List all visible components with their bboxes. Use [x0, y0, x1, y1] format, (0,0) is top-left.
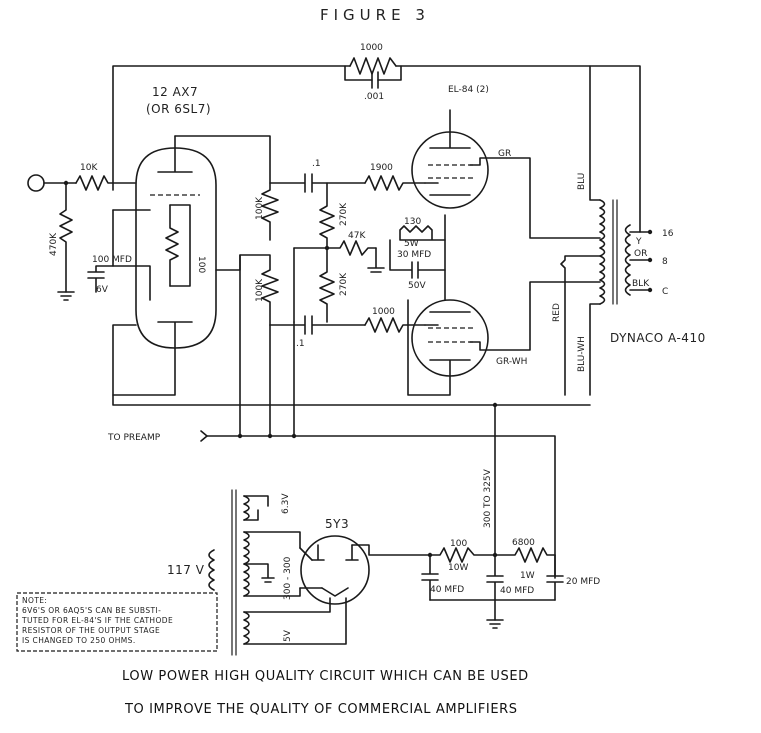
wire-blu-label: BLU [577, 173, 587, 190]
output-tube-bottom: GR-WH [407, 281, 601, 396]
stopper-top-label: 1900 [370, 163, 393, 173]
fb-resistor-label: 1000 [360, 43, 383, 53]
plate-res-bot-label: 100K [255, 278, 265, 302]
output-cathode-network: 130 5W 30 MFD 50V [389, 214, 446, 301]
caption-line-2: TO IMPROVE THE QUALITY OF COMMERCIAL AMP… [124, 702, 518, 717]
input-res-label: 10K [80, 163, 98, 173]
stopper-bot-label: 1000 [372, 307, 395, 317]
filter-cap3-label: 20 MFD [566, 577, 600, 587]
wire-gr-label: GR [498, 149, 511, 159]
filter-res1-label: 100 [450, 539, 467, 549]
cathode-res-label: 100 [196, 256, 206, 273]
grid-leak-bot-label: 270K [339, 272, 349, 296]
rectifier-label: 5Y3 [325, 517, 349, 531]
mains-label: 117 V [167, 563, 205, 577]
caption-line-1: LOW POWER HIGH QUALITY CIRCUIT WHICH CAN… [122, 669, 529, 684]
transformer-label: DYNACO A-410 [610, 331, 706, 345]
to-preamp-label: TO PREAMP [107, 433, 161, 443]
plate-res-top-label: 100K [255, 196, 265, 220]
output-transformer: BLU BLU-WH RED 16 8 C Y OR BLK DYNACO A-… [552, 65, 706, 396]
grid-res-label: 470K [49, 232, 59, 256]
input-section: 10K 470K [27, 163, 136, 301]
output-tube-top: GR EL-84 (2) [411, 85, 601, 239]
figure-title: FIGURE 3 [320, 6, 430, 24]
tap-c-label: C [662, 287, 668, 297]
preamp-tube: 12 AX7 (OR 6SL7) 100 100 MFD 6V [87, 85, 217, 396]
feedback-network: 1000 .001 [112, 43, 641, 233]
out-cathode-w-label: 5W [404, 239, 419, 249]
filter-res2-label: 6800 [512, 538, 535, 548]
wire-red-label: RED [552, 303, 562, 322]
power-transformer: 117 V 6.3V 300 - 300 5V [167, 489, 347, 656]
plate-loads: 100K 100K [174, 135, 279, 437]
power-filter: 100 10W 40 MFD 6800 1W 40 MFD 20 MFD [421, 538, 600, 629]
cathode-cap-label: 100 MFD [92, 255, 132, 265]
filter-res2-w-label: 1W [520, 571, 535, 581]
heater-label: 6.3V [281, 493, 291, 514]
preamp-tube-envelope [135, 147, 217, 349]
out-cathode-cap-label: 30 MFD [397, 250, 431, 260]
hv-label: 300 - 300 [283, 556, 293, 600]
bias-res-label: 47K [348, 231, 366, 241]
tap-16-label: 16 [662, 229, 674, 239]
out-cathode-res-label: 130 [404, 217, 421, 227]
filter-res1-w-label: 10W [448, 563, 468, 573]
out-cathode-cap-v-label: 50V [408, 281, 426, 291]
coupling-bot-label: .1 [296, 339, 305, 349]
preamp-tube-label: 12 AX7 [152, 85, 198, 99]
wire-y-label: Y [635, 237, 642, 247]
wire-or-label: OR [634, 249, 647, 259]
note-line: IS CHANGED TO 250 OHMS. [22, 636, 136, 645]
phase-splitter-coupling: .1 1900 270K 270K 47K .1 1000 [269, 159, 426, 349]
grid-leak-top-label: 270K [339, 202, 349, 226]
tap-8-label: 8 [662, 257, 668, 267]
rect-fil-label: 5V [283, 629, 293, 642]
wire-blk-label: BLK [632, 279, 650, 289]
note-box: NOTE: 6V6'S OR 6AQ5'S CAN BE SUBSTI- TUT… [16, 592, 218, 652]
preamp-tube-alt-label: (OR 6SL7) [146, 102, 211, 116]
output-tube-label: EL-84 (2) [448, 85, 489, 95]
input-jack-icon [27, 174, 45, 192]
filter-cap1-label: 40 MFD [430, 585, 464, 595]
note-line: TUTED FOR EL-84'S IF THE CATHODE [21, 616, 173, 625]
coupling-top-label: .1 [312, 159, 321, 169]
rectifier-envelope [300, 535, 370, 605]
wire-bluwh-label: BLU-WH [577, 336, 587, 372]
note-line: 6V6'S OR 6AQ5'S CAN BE SUBSTI- [22, 606, 161, 615]
filter-cap2-label: 40 MFD [500, 586, 534, 596]
fb-cap-label: .001 [364, 92, 384, 102]
note-line: RESISTOR OF THE OUTPUT STAGE [22, 626, 160, 635]
wire-grwh-label: GR-WH [496, 357, 527, 367]
b-plus-label: 300 TO 325V [483, 468, 493, 528]
cathode-cap-v-label: 6V [96, 285, 109, 295]
plate-supply-bus: TO PREAMP 300 TO 325V [107, 321, 591, 579]
note-heading: NOTE: [22, 596, 47, 605]
rectifier-tube: 5Y3 [299, 517, 431, 605]
